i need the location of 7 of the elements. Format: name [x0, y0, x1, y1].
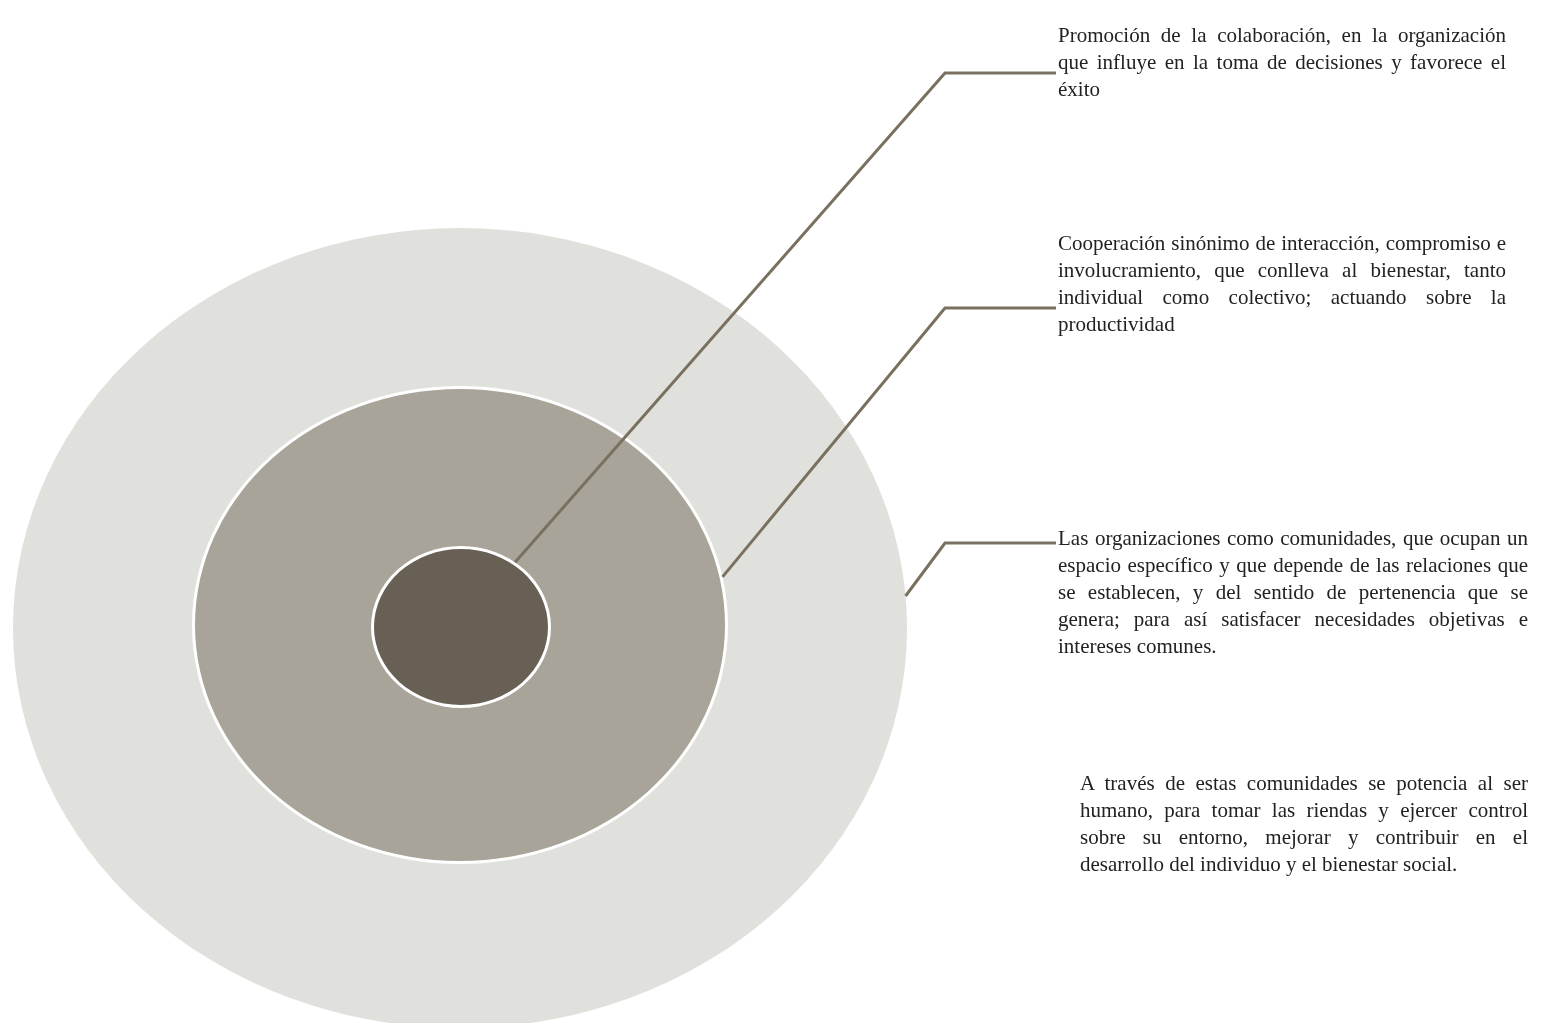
leader-line: [904, 541, 1056, 597]
leader-line: [721, 306, 1056, 578]
leader-line: [514, 71, 1056, 564]
callout-text: Promoción de la colaboración, en la organización que influye en la toma de decisiones y favorece el éxito: [1058, 22, 1506, 103]
callout-text: Las organizaciones como comunidades, que ocupan un espacio específico y que depende de las relaciones que se establecen, y del sentido de pertenencia que se genera; para así satisfacer necesidades objetivas e intereses comunes.: [1058, 525, 1528, 660]
callout-text: Cooperación sinónimo de interacción, compromiso e involucramiento, que conlleva al bienestar, tanto individual como colectivo; actuando sobre la productividad: [1058, 230, 1506, 338]
note-text: A través de estas comunidades se potencia al ser humano, para tomar las riendas y ejercer control sobre su entorno, mejorar y contribuir en el desarrollo del individuo y el bienestar social.: [1080, 770, 1528, 878]
